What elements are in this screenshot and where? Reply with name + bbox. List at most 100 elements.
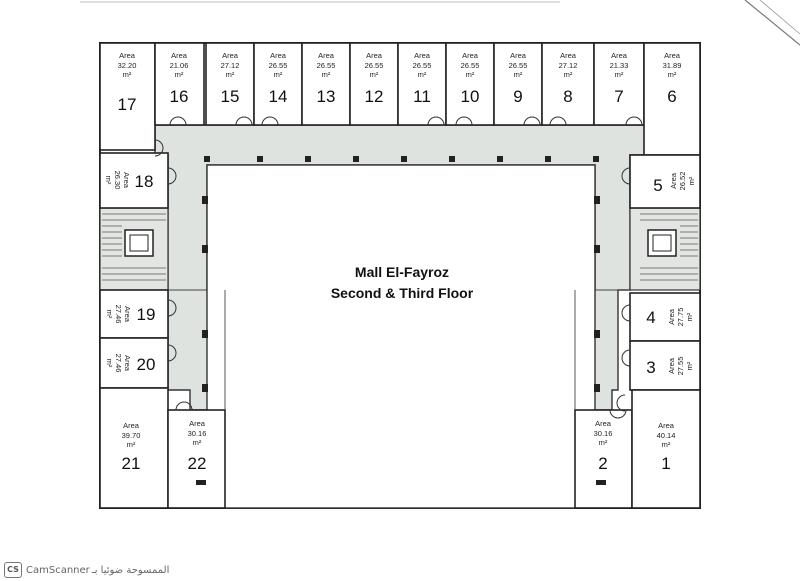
unit-number: 11	[413, 87, 431, 106]
unit-area-word: Area	[123, 421, 140, 430]
unit-area-word: Area	[669, 172, 678, 189]
unit-number: 9	[513, 87, 522, 106]
camscanner-arabic-text: الممسوحة ضوئيا بـ	[91, 564, 170, 576]
unit-area-unit: m²	[226, 70, 235, 79]
shop-17	[99, 42, 156, 151]
plan-title-line1: Mall El-Fayroz	[355, 264, 449, 280]
unit-area-unit: m²	[685, 361, 694, 370]
unit-area-unit: m²	[127, 440, 136, 449]
unit-area-value: 30.16	[594, 429, 613, 438]
shop-5	[629, 154, 701, 209]
unit-area-unit: m²	[615, 70, 624, 79]
unit-area-word: Area	[222, 51, 239, 60]
shop-16	[154, 42, 205, 126]
unit-area-value: 32.20	[118, 61, 137, 70]
shop-8	[541, 42, 595, 126]
unit-area-word: Area	[123, 306, 132, 323]
unit-number: 14	[269, 87, 288, 106]
unit-number: 12	[365, 87, 384, 106]
shop-18	[99, 152, 169, 209]
shop-15	[205, 42, 255, 126]
unit-area-value: 27.55	[676, 357, 685, 376]
unit-number: 18	[135, 172, 154, 191]
scanner-watermark: CS CamScanner الممسوحة ضوئيا بـ	[0, 560, 800, 580]
unit-area-unit: m²	[685, 312, 694, 321]
unit-number: 6	[667, 87, 676, 106]
unit-area-unit: m²	[123, 70, 132, 79]
shop-1	[631, 389, 701, 509]
unit-area-unit: m²	[322, 70, 331, 79]
unit-area-value: 26.30	[113, 171, 122, 190]
unit-area-value: 39.70	[122, 431, 141, 440]
unit-area-value: 26.55	[317, 61, 336, 70]
unit-area-value: 26.55	[365, 61, 384, 70]
unit-area-word: Area	[122, 172, 131, 189]
shop-7	[593, 42, 645, 126]
unit-area-unit: m²	[104, 176, 113, 185]
unit-area-unit: m²	[274, 70, 283, 79]
unit-area-value: 27.46	[114, 354, 123, 373]
unit-area-value: 27.75	[676, 308, 685, 327]
unit-area-word: Area	[123, 355, 132, 372]
unit-area-word: Area	[318, 51, 335, 60]
unit-area-value: 26.55	[269, 61, 288, 70]
unit-area-word: Area	[560, 51, 577, 60]
unit-area-word: Area	[462, 51, 479, 60]
unit-number: 5	[653, 176, 662, 195]
unit-area-word: Area	[664, 51, 681, 60]
unit-area-unit: m²	[687, 176, 696, 185]
unit-area-word: Area	[658, 421, 675, 430]
unit-area-word: Area	[667, 357, 676, 374]
camscanner-name: CamScanner	[26, 564, 90, 576]
unit-number: 8	[563, 87, 572, 106]
unit-area-value: 27.12	[559, 61, 578, 70]
unit-area-word: Area	[270, 51, 287, 60]
unit-number: 22	[188, 454, 207, 473]
unit-area-unit: m²	[564, 70, 573, 79]
shop-22	[167, 409, 226, 509]
unit-number: 17	[118, 95, 137, 114]
unit-area-value: 26.55	[509, 61, 528, 70]
shop-10	[445, 42, 495, 126]
unit-area-unit: m²	[193, 438, 202, 447]
unit-area-word: Area	[510, 51, 527, 60]
unit-number: 10	[461, 87, 480, 106]
shop-6	[643, 42, 701, 156]
unit-number: 2	[598, 454, 607, 473]
unit-area-value: 27.12	[221, 61, 240, 70]
unit-number: 1	[661, 454, 670, 473]
unit-area-unit: m²	[105, 310, 114, 319]
unit-area-word: Area	[119, 51, 136, 60]
unit-number: 16	[170, 87, 189, 106]
unit-area-value: 26.55	[413, 61, 432, 70]
unit-area-word: Area	[366, 51, 383, 60]
unit-number: 3	[646, 358, 655, 377]
unit-area-value: 26.55	[461, 61, 480, 70]
unit-area-unit: m²	[418, 70, 427, 79]
unit-area-value: 26.52	[678, 172, 687, 191]
unit-area-value: 31.89	[663, 61, 682, 70]
unit-number: 20	[137, 355, 156, 374]
unit-area-unit: m²	[370, 70, 379, 79]
unit-area-unit: m²	[175, 70, 184, 79]
unit-area-word: Area	[414, 51, 431, 60]
unit-area-unit: m²	[599, 438, 608, 447]
shop-20	[99, 337, 169, 389]
unit-number: 13	[317, 87, 336, 106]
shop-3	[629, 340, 701, 391]
camscanner-logo-icon: CS	[4, 562, 22, 578]
unit-number: 15	[221, 87, 240, 106]
unit-number: 21	[122, 454, 141, 473]
shop-2	[574, 409, 633, 509]
unit-area-unit: m²	[514, 70, 523, 79]
unit-area-word: Area	[595, 419, 612, 428]
plan-title-line2: Second & Third Floor	[331, 285, 474, 301]
unit-area-value: 30.16	[188, 429, 207, 438]
shop-13	[301, 42, 351, 126]
unit-area-value: 21.06	[170, 61, 189, 70]
unit-number: 4	[646, 308, 655, 327]
unit-number: 7	[614, 87, 623, 106]
unit-area-unit: m²	[668, 70, 677, 79]
unit-area-word: Area	[611, 51, 628, 60]
